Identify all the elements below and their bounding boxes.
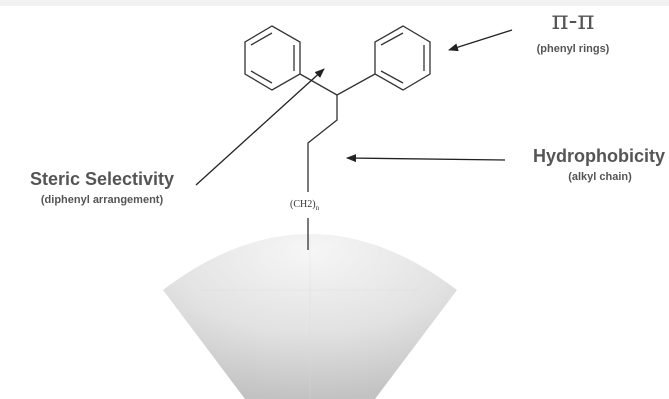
- top-bar: [0, 0, 669, 6]
- hydrophobicity-subtitle: (alkyl chain): [568, 171, 632, 183]
- chain-formula-subscript: n: [315, 204, 320, 212]
- steric-selectivity-label: Steric Selectivity: [29, 169, 175, 189]
- phenyl-ring-left: [244, 25, 301, 91]
- arrow-steric: [195, 68, 325, 186]
- pi-pi-subtitle: (phenyl rings): [536, 43, 610, 55]
- pi-pi-label: π-π: [551, 6, 595, 36]
- phenyl-ring-right: [374, 25, 431, 91]
- chain-formula-text: (CH2): [290, 199, 316, 210]
- chain-formula: (CH2)n: [290, 199, 319, 212]
- hydrophobicity-label: Hydrophobicity: [532, 146, 665, 166]
- particle-grid: [200, 235, 420, 399]
- steric-selectivity-subtitle: (diphenyl arrangement): [40, 194, 164, 206]
- alkyl-chain: [299, 73, 376, 250]
- arrow-hydrophobicity: [346, 154, 506, 163]
- arrow-pi-pi: [448, 29, 513, 52]
